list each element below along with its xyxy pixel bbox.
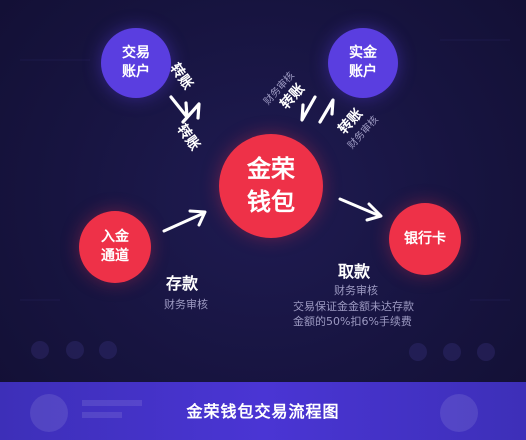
real-account-node: 实金 账户 [328, 28, 398, 98]
trading-account-line2: 账户 [122, 64, 150, 80]
bank-card-node: 银行卡 [389, 203, 461, 275]
right-transfer-arrows [300, 95, 335, 124]
wallet-line2: 钱包 [247, 188, 295, 216]
deposit-note: 财务审核 [164, 298, 208, 311]
deposit-arrow [162, 209, 207, 233]
wallet-node: 金荣 钱包 [219, 134, 323, 238]
footer-title: 金荣钱包交易流程图 [186, 402, 340, 421]
withdraw-title: 取款 [338, 262, 371, 281]
deposit-channel-node: 入金 通道 [79, 211, 151, 283]
left-transfer-arrows [169, 95, 201, 124]
footer-decoration [82, 412, 122, 418]
deposit-channel-line1: 入金 [101, 229, 129, 245]
footer-decoration [440, 394, 478, 432]
deposit-channel-line2: 通道 [101, 248, 129, 264]
footer-decoration [30, 394, 68, 432]
background-pattern [20, 39, 510, 361]
real-account-line1: 实金 [349, 45, 377, 61]
footer-bar [0, 382, 526, 440]
trading-account-node: 交易 账户 [101, 28, 171, 98]
bank-card-label: 银行卡 [404, 230, 446, 247]
withdraw-note: 财务审核 [334, 284, 378, 297]
withdraw-rule-line2: 金额的50%扣6%手续费 [293, 315, 412, 328]
real-account-line2: 账户 [349, 64, 377, 80]
withdraw-rule-line1: 交易保证金金额未达存款 [293, 300, 414, 313]
trading-account-line1: 交易 [122, 45, 150, 61]
connector-arrows [0, 0, 526, 380]
withdraw-arrow [338, 197, 383, 222]
wallet-line1: 金荣 [247, 155, 295, 183]
deposit-title: 存款 [166, 274, 199, 293]
footer-decoration [82, 400, 142, 406]
